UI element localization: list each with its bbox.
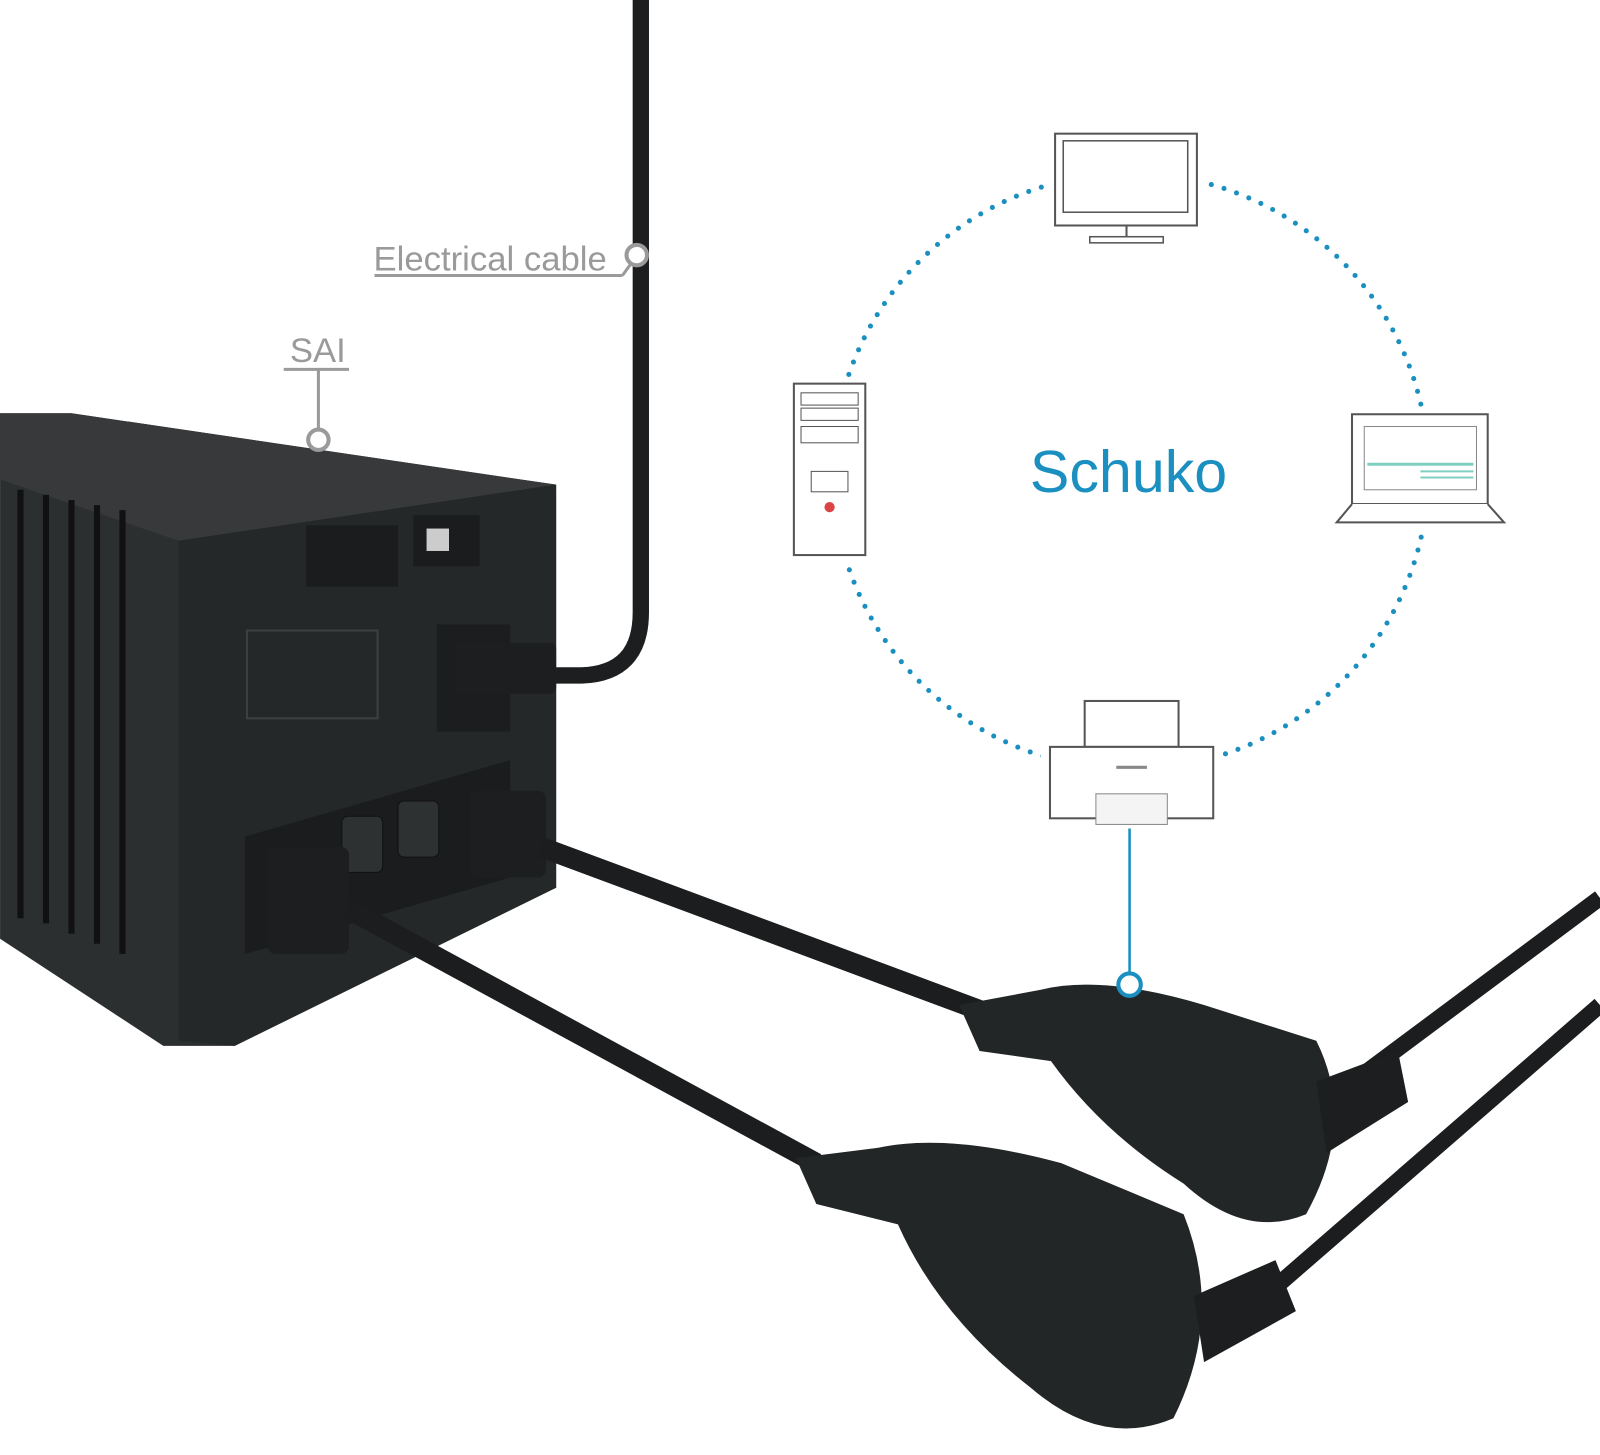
label-area	[245, 629, 379, 720]
printer-icon	[1040, 693, 1220, 998]
sai-label: SAI	[290, 332, 346, 370]
input-power-cable	[551, 0, 649, 684]
output-cable-2	[267, 846, 1600, 1302]
schuko-socket-2	[795, 1142, 1296, 1429]
schuko-socket-1	[959, 984, 1409, 1223]
ventilation-slots	[17, 489, 126, 955]
input-plug	[454, 642, 557, 694]
schuko-label: Schuko	[1030, 438, 1227, 505]
monitor-icon	[1048, 127, 1203, 244]
output-cable-1	[469, 790, 1600, 1078]
electrical-cable-label: Electrical cable	[373, 240, 606, 278]
electrical-cable-callout: Electrical cable	[373, 240, 649, 278]
sai-callout: SAI	[283, 332, 350, 453]
desktop-tower-icon	[787, 377, 870, 562]
serial-port	[306, 525, 398, 587]
usb-icon	[426, 528, 450, 551]
laptop-icon	[1326, 408, 1511, 533]
